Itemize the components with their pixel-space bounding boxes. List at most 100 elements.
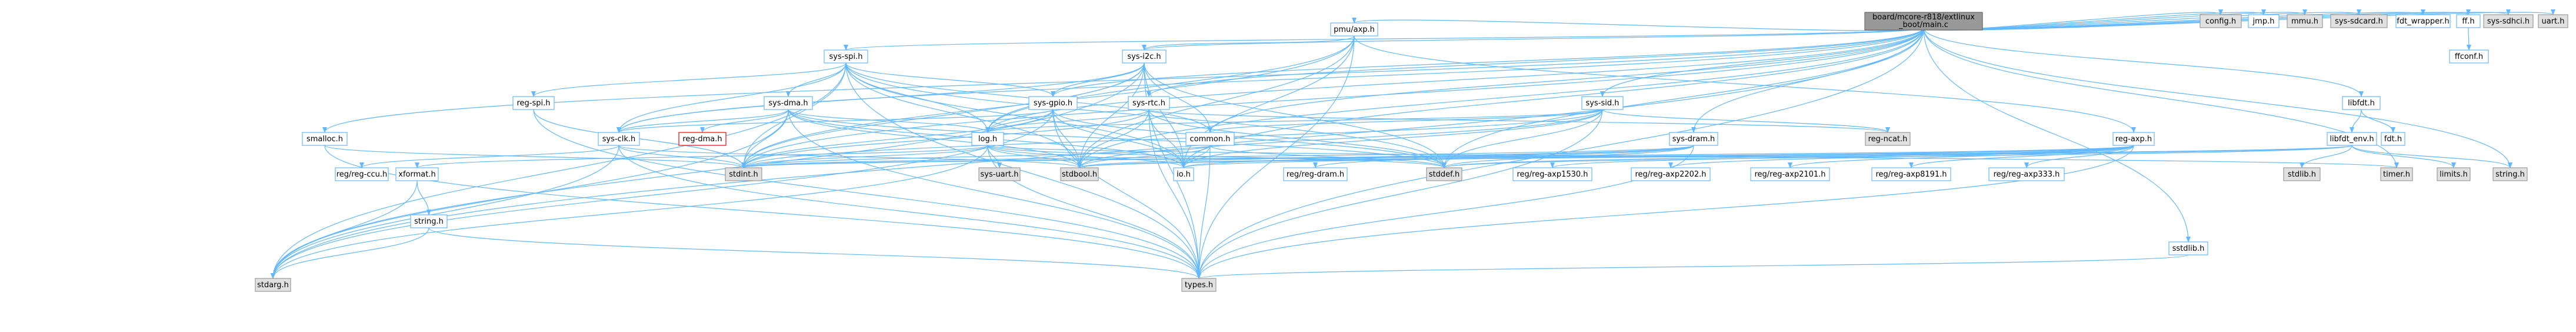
node-sys-sdhci[interactable]: sys-sdhci.h (2483, 14, 2534, 28)
node-label: stdbool.h (1062, 170, 1097, 179)
node-types[interactable]: types.h (1181, 278, 1217, 292)
node-sys-i2c[interactable]: sys-i2c.h (1122, 49, 1167, 64)
node-config[interactable]: config.h (2200, 14, 2242, 28)
node-string-int[interactable]: string.h (410, 214, 448, 228)
node-box (2449, 49, 2489, 64)
node-label: pmu/axp.h (1334, 25, 1375, 34)
node-box (678, 132, 727, 146)
node-stdint[interactable]: stdint.h (725, 167, 762, 181)
node-axp8191[interactable]: reg/reg-axp8191.h (1871, 167, 1951, 181)
edge-sys_clk-to-types (618, 145, 1201, 279)
node-stddef[interactable]: stddef.h (1426, 167, 1462, 181)
node-box (1864, 12, 1983, 31)
node-sys-spi[interactable]: sys-spi.h (824, 49, 868, 64)
edge-sys_i2c-to-io (1144, 62, 1186, 168)
node-limits[interactable]: limits.h (2437, 167, 2471, 181)
node-root: board/mcore-r818/extlinux_boot/main.c (1864, 12, 1983, 31)
node-label: sstdlib.h (2172, 244, 2205, 253)
node-fdt[interactable]: fdt.h (2381, 132, 2405, 146)
node-smalloc[interactable]: smalloc.h (302, 132, 348, 146)
edge-reg_axp-to-stdint (742, 145, 2134, 168)
node-box (395, 167, 439, 181)
node-ff[interactable]: ff.h (2456, 14, 2481, 28)
node-jmp[interactable]: jmp.h (2248, 14, 2280, 28)
edge-root-to-stdarg (271, 27, 1924, 279)
node-sstdlib[interactable]: sstdlib.h (2168, 241, 2208, 255)
node-box (1750, 167, 1830, 181)
node-reg-ncat[interactable]: reg-ncat.h (1865, 132, 1911, 146)
nodes-layer: board/mcore-r818/extlinux_boot/main.c con… (255, 12, 2568, 292)
edge-sys_dma-to-log (788, 109, 990, 133)
node-timer[interactable]: timer.h (2380, 167, 2413, 181)
node-reg-spi[interactable]: reg-spi.h (512, 96, 555, 110)
edge-sys_gpio-to-sys_clk (616, 109, 1054, 133)
node-uart[interactable]: uart.h (2538, 14, 2568, 28)
node-reg-axp[interactable]: reg-axp.h (2112, 132, 2155, 146)
node-pmu-axp[interactable]: pmu/axp.h (1330, 22, 1378, 36)
node-box (824, 49, 868, 64)
edge-sys_sid-to-stddef (1442, 109, 1603, 168)
node-string-ext[interactable]: string.h (2492, 167, 2528, 181)
node-label: uart.h (2541, 17, 2564, 26)
node-box (1865, 132, 1911, 146)
node-sys-dram[interactable]: sys-dram.h (1669, 132, 1718, 146)
node-box (410, 214, 448, 228)
node-label: xformat.h (398, 170, 435, 179)
node-box (598, 132, 640, 146)
node-libfdt-env[interactable]: libfdt_env.h (2327, 132, 2377, 146)
node-mmu[interactable]: mmu.h (2287, 14, 2323, 28)
node-label: sys-i2c.h (1127, 52, 1161, 61)
edge-pmu_axp-to-stdbool (1077, 35, 1355, 168)
node-reg-ccu[interactable]: reg/reg-ccu.h (335, 167, 389, 181)
node-label: reg/reg-axp333.h (1994, 170, 2060, 179)
node-box (1060, 167, 1099, 181)
edge-sys_i2c-to-stdint (741, 62, 1145, 168)
edge-xformat-to-stdarg (271, 180, 418, 279)
node-reg-dma[interactable]: reg-dma.h (678, 132, 727, 146)
edge-log-to-stdbool (987, 145, 1082, 168)
node-box (1173, 167, 1194, 181)
node-sys-gpio[interactable]: sys-gpio.h (1028, 96, 1078, 110)
node-label: sys-spi.h (829, 52, 863, 61)
node-axp2202[interactable]: reg/reg-axp2202.h (1631, 167, 1711, 181)
node-libfdt[interactable]: libfdt.h (2342, 96, 2381, 110)
edge-sys_spi-to-stddef (845, 62, 1447, 168)
edge-root-to-stdint (741, 27, 1924, 168)
edge-common-to-stdbool (1077, 145, 1211, 168)
edge-root-to-io (1181, 27, 1924, 168)
edge-libfdt_env-to-stdlib (2300, 145, 2352, 168)
edge-sys_sid-to-reg_ncat (1602, 109, 1890, 133)
node-box (2287, 14, 2323, 28)
node-stdarg[interactable]: stdarg.h (255, 278, 291, 292)
edge-common-to-stddef (1209, 145, 1447, 168)
node-sys-uart[interactable]: sys-uart.h (978, 167, 1021, 181)
edge-sys_spi-to-stdbool (845, 62, 1082, 168)
node-stdlib[interactable]: stdlib.h (2283, 167, 2321, 181)
node-box (1028, 96, 1078, 110)
node-box (335, 167, 389, 181)
node-log[interactable]: log.h (971, 132, 1004, 146)
node-xformat[interactable]: xformat.h (395, 167, 439, 181)
node-axp2101[interactable]: reg/reg-axp2101.h (1750, 167, 1830, 181)
node-axp1530[interactable]: reg/reg-axp1530.h (1512, 167, 1592, 181)
node-sys-sid[interactable]: sys-sid.h (1581, 96, 1624, 110)
node-ffconf[interactable]: ffconf.h (2449, 49, 2489, 64)
node-sys-rtc[interactable]: sys-rtc.h (1128, 96, 1170, 110)
node-common[interactable]: common.h (1185, 132, 1235, 146)
node-fdt-wrapper[interactable]: fdt_wrapper.h (2395, 14, 2451, 28)
edge-xformat-to-string_int (416, 180, 431, 215)
node-box (2327, 132, 2377, 146)
node-label: reg-spi.h (516, 99, 550, 108)
node-axp333[interactable]: reg/reg-axp333.h (1988, 167, 2065, 181)
node-label: reg-axp.h (2115, 135, 2152, 144)
node-sys-sdcard[interactable]: sys-sdcard.h (2330, 14, 2388, 28)
node-io[interactable]: io.h (1173, 167, 1194, 181)
node-box (1185, 132, 1235, 146)
node-sys-dma[interactable]: sys-dma.h (764, 96, 813, 110)
edge-reg_axp-to-types (1197, 145, 2134, 279)
node-label: reg/reg-axp2202.h (1635, 170, 1706, 179)
node-reg-dram[interactable]: reg/reg-dram.h (1283, 167, 1348, 181)
node-sys-clk[interactable]: sys-clk.h (598, 132, 640, 146)
node-stdbool[interactable]: stdbool.h (1060, 167, 1099, 181)
edge-sys_i2c-to-sys_gpio (1051, 62, 1145, 97)
